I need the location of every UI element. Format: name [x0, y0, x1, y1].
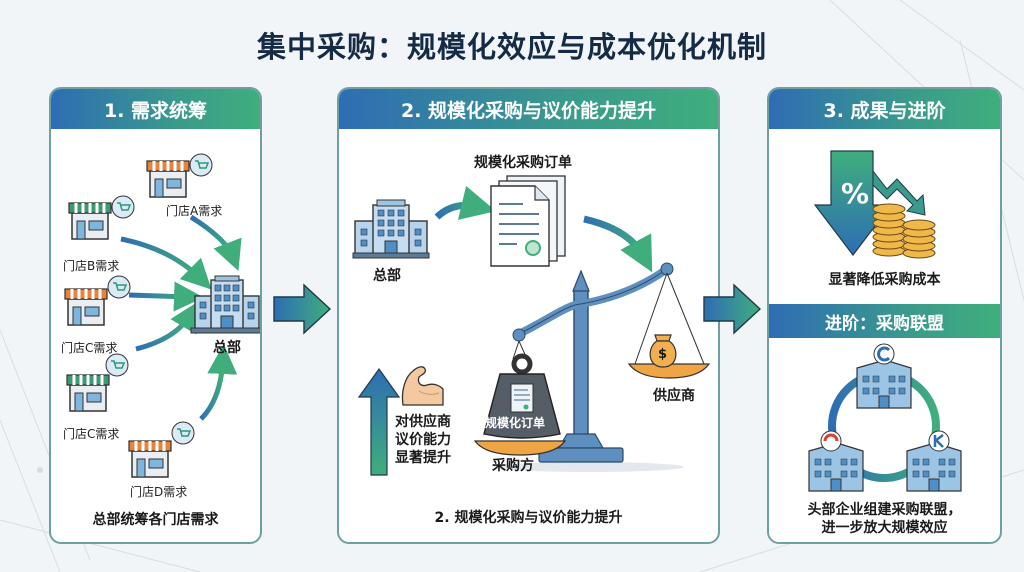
cost-reduction-caption: 显著降低采购成本 — [828, 272, 941, 288]
alliance-caption-line2: 进一步放大规模效应 — [821, 520, 948, 536]
building-icon — [352, 199, 430, 259]
alliance-building-icon — [856, 343, 912, 409]
store-c2-label: 门店C需求 — [63, 427, 120, 441]
panel2-header: 2. 规模化采购与议价能力提升 — [339, 89, 718, 129]
hq-label: 总部 — [213, 340, 241, 356]
alliance-caption-line1: 头部企业组建采购联盟， — [807, 502, 962, 518]
bargaining-power-line2: 议价能力 — [395, 432, 451, 448]
money-symbol: $ — [658, 347, 668, 362]
hq-label-panel2: 总部 — [373, 268, 401, 284]
curved-arrow-icon — [434, 185, 653, 273]
page-title: 集中采购：规模化效应与成本优化机制 — [256, 30, 767, 64]
bargaining-power-line1: 对供应商 — [395, 414, 451, 430]
store-icon — [128, 421, 195, 478]
alliance-building-icon — [906, 430, 962, 492]
order-label: 规模化采购订单 — [474, 155, 572, 171]
panel-demand-consolidation: 1. 需求统筹 门店A需求 门店B需求 — [49, 87, 262, 544]
balance-scale-icon — [473, 262, 711, 472]
panel-scale-purchasing: 2. 规模化采购与议价能力提升 规模化采购订单 总部 — [337, 87, 720, 544]
flow-arrow-icon — [273, 283, 332, 335]
coin-stack-icon — [872, 203, 936, 259]
weight-icon — [483, 353, 561, 439]
store-a-label: 门店A需求 — [166, 204, 223, 218]
panel2-caption: 2. 规模化采购与议价能力提升 — [434, 510, 623, 526]
panel-results: 3. 成果与进阶 % 显著降低采购成本 进阶：采购联盟 — [767, 87, 1002, 544]
store-icon — [66, 353, 129, 412]
buyer-label: 采购方 — [492, 458, 534, 474]
store-icon — [68, 195, 135, 240]
up-arrow-icon — [357, 367, 401, 476]
alliance-building-icon — [808, 430, 864, 492]
weight-label: 规模化订单 — [485, 416, 546, 430]
alliance-sub-header: 进阶：采购联盟 — [769, 304, 1000, 338]
panel1-caption: 总部统筹各门店需求 — [92, 512, 219, 528]
store-b-label: 门店B需求 — [63, 259, 120, 273]
money-bag-icon — [649, 334, 677, 368]
flow-arrow-icon — [703, 283, 762, 335]
store-c-label: 门店C需求 — [61, 341, 118, 355]
bargaining-power-line3: 显著提升 — [395, 450, 451, 466]
store-icon — [146, 153, 213, 198]
supplier-label: 供应商 — [653, 388, 695, 404]
store-icon — [64, 275, 131, 326]
curved-arrow-icon — [120, 214, 242, 421]
flexed-arm-icon — [401, 366, 444, 406]
headquarters-building-icon — [190, 275, 260, 334]
store-d-label: 门店D需求 — [130, 485, 188, 499]
down-arrow-percent-icon — [813, 150, 926, 256]
panel3-header: 3. 成果与进阶 — [769, 89, 1000, 129]
percent-symbol: % — [841, 177, 870, 210]
document-stack-icon — [490, 175, 566, 267]
panel1-header: 1. 需求统筹 — [51, 89, 260, 129]
